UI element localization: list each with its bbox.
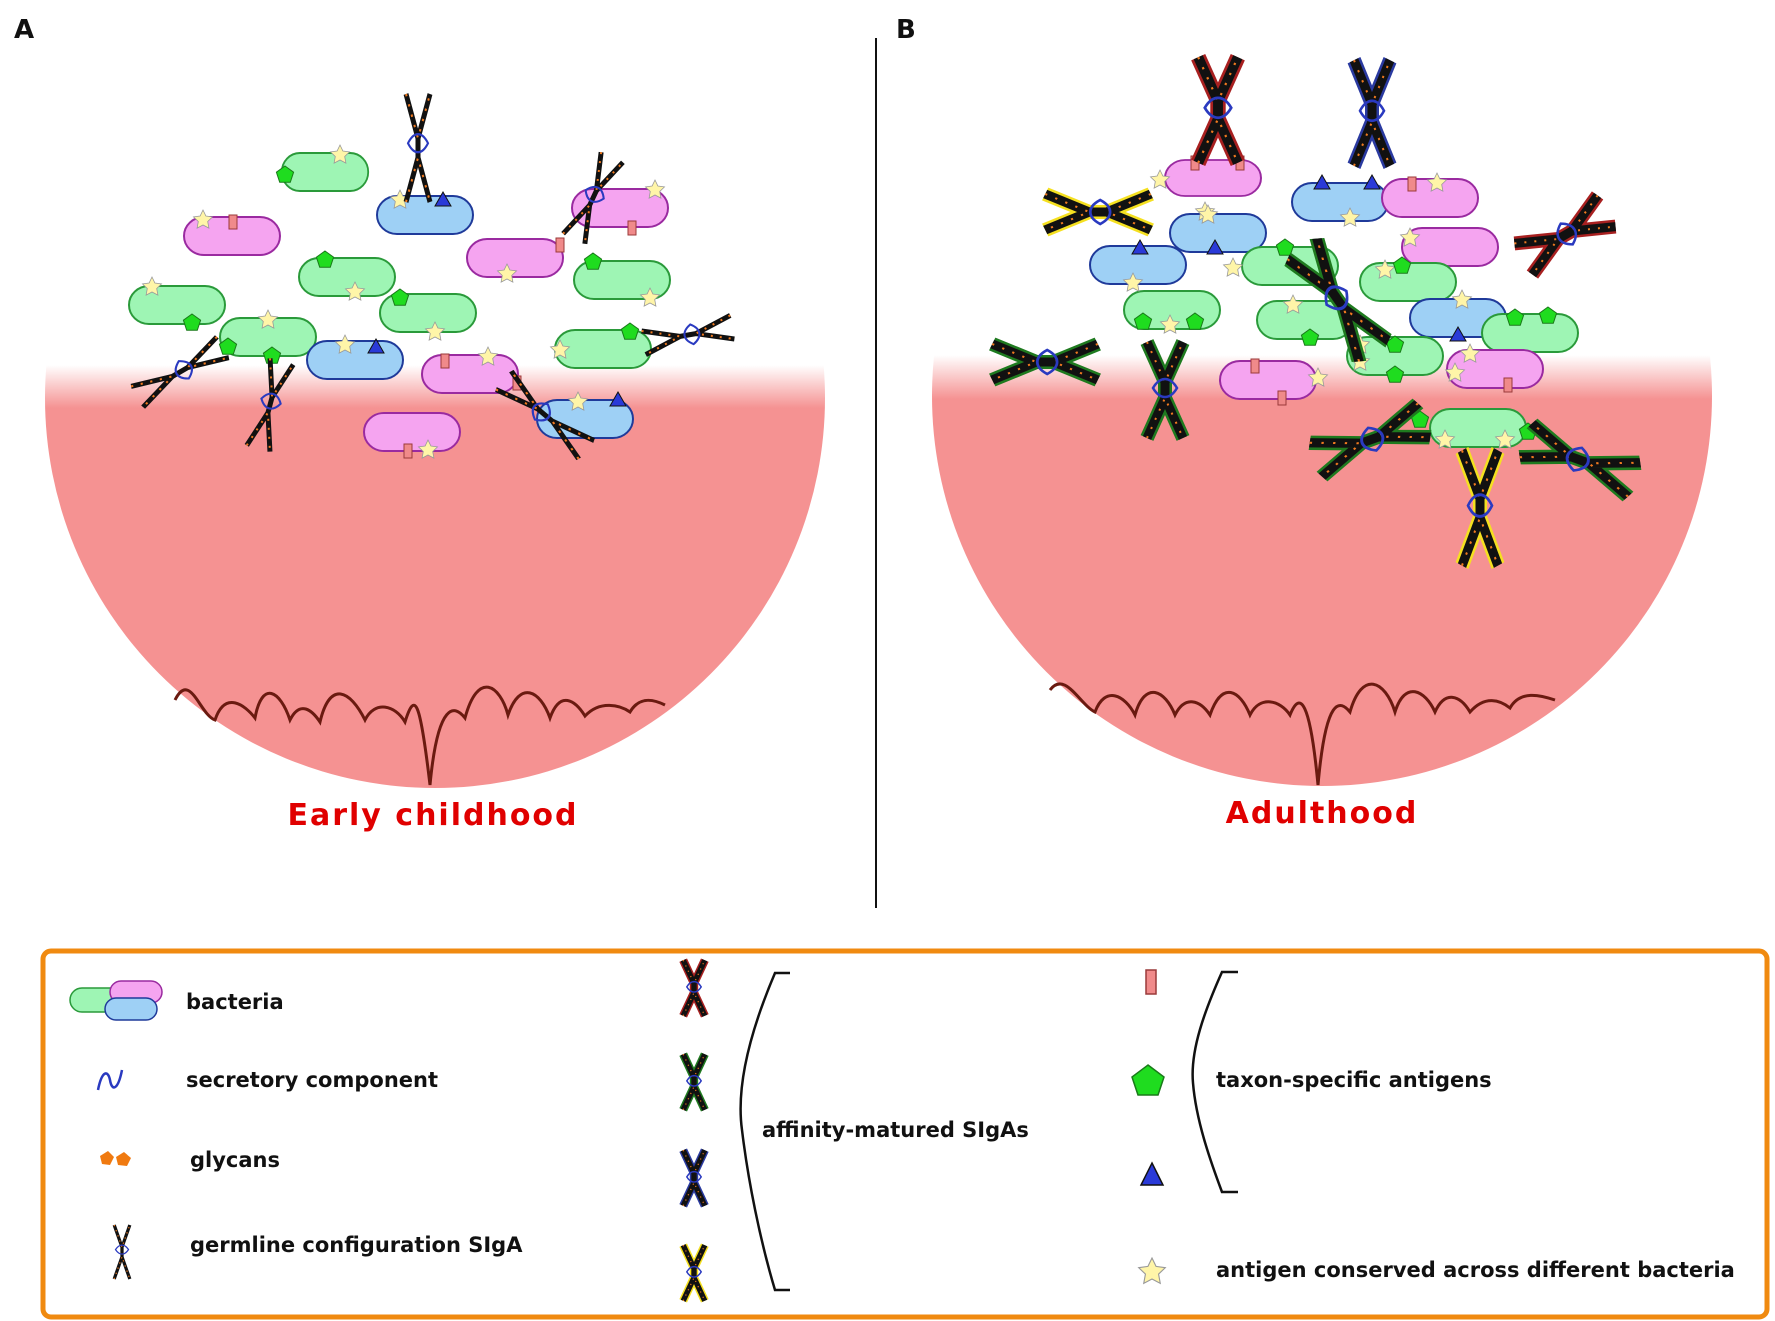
germline-sigA-icon xyxy=(112,1223,132,1281)
epithelium-b xyxy=(1048,682,1556,786)
matured-sigA-green-icon xyxy=(683,1054,705,1110)
panel-a: A xyxy=(14,15,825,833)
legend-conserved-label: antigen conserved across different bacte… xyxy=(1216,1258,1735,1282)
rect-antigen-icon xyxy=(1145,969,1157,995)
panel-a-caption: Early childhood xyxy=(287,798,578,833)
legend-secretory-label: secretory component xyxy=(186,1068,438,1092)
bacteria-legend-icon xyxy=(69,980,163,1021)
legend-germline-label: germline configuration SIgA xyxy=(190,1233,523,1257)
legend-matured-label: affinity-matured SIgAs xyxy=(762,1118,1029,1142)
pentagon-antigen-icon xyxy=(1131,1064,1165,1096)
matured-sigA-blue-icon xyxy=(683,1150,705,1206)
matured-sigA-yellow-icon xyxy=(683,1245,705,1301)
triangle-antigen-icon xyxy=(1139,1161,1165,1186)
legend-bacteria-label: bacteria xyxy=(186,990,284,1014)
panel-b: B xyxy=(896,15,1712,831)
legend-glycans-label: glycans xyxy=(190,1148,280,1172)
matured-bracket xyxy=(739,971,790,1292)
conserved-antigen-star-icon xyxy=(1138,1257,1166,1284)
legend-frame xyxy=(40,948,1770,1320)
matured-sigA-red-icon xyxy=(683,960,705,1016)
panel-b-letter: B xyxy=(896,15,916,45)
taxon-bracket xyxy=(1191,970,1238,1194)
epithelium-a xyxy=(173,685,666,786)
panel-a-letter: A xyxy=(14,15,34,45)
panel-b-caption: Adulthood xyxy=(1226,796,1419,831)
legend: bacteria secretory component glycans ger… xyxy=(40,948,1770,1320)
glycans-icon xyxy=(100,1151,131,1166)
secretory-component-icon xyxy=(96,1069,124,1091)
legend-taxon-label: taxon-specific antigens xyxy=(1216,1068,1492,1092)
